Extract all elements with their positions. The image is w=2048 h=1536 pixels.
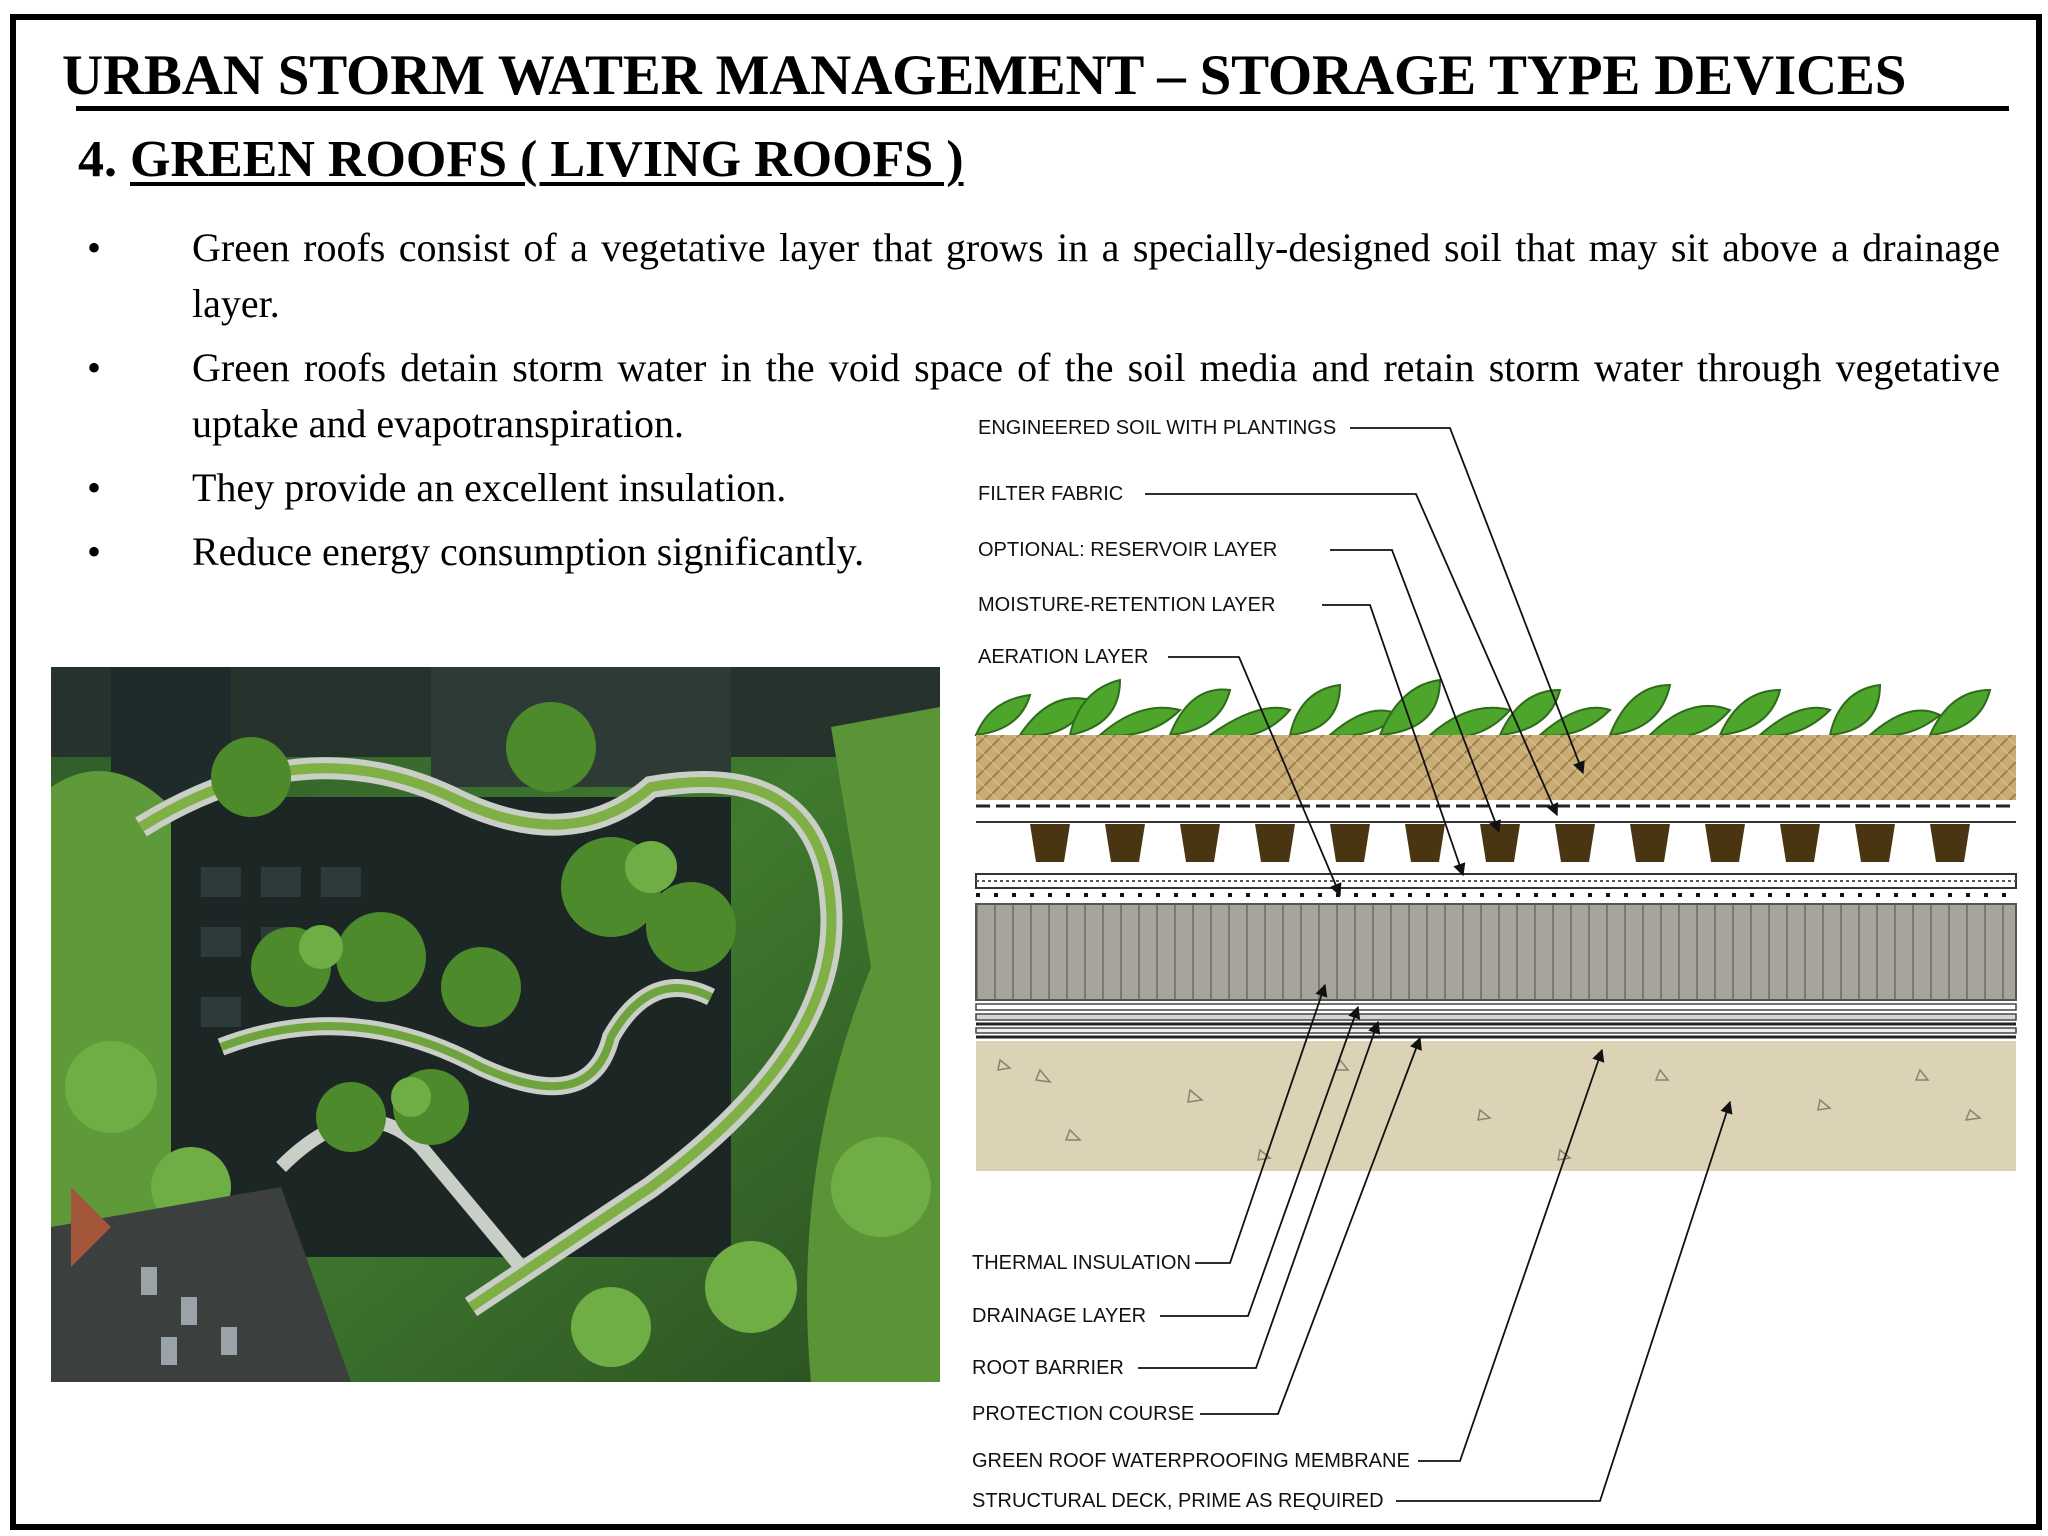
- bullet-item: • Green roofs detain storm water in the v…: [80, 340, 2000, 452]
- label-waterproofing-membrane: GREEN ROOF WATERPROOFING MEMBRANE: [972, 1450, 1410, 1472]
- section-heading-text: GREEN ROOFS ( LIVING ROOFS ): [130, 131, 964, 188]
- bullet-text: Green roofs detain storm water in the vo…: [192, 345, 2000, 446]
- bullet-item: • Reduce energy consumption significantly…: [80, 524, 1052, 580]
- label-aeration: AERATION LAYER: [978, 646, 1148, 668]
- plant-layer: [974, 678, 1992, 739]
- label-filter-fabric: FILTER FABRIC: [978, 483, 1123, 505]
- slide-title-text: URBAN STORM WATER MANAGEMENT – STORAGE T…: [62, 44, 1907, 107]
- bullet-list: • Green roofs consist of a vegetative lay…: [80, 220, 2000, 588]
- reservoir-layer: [976, 812, 2016, 872]
- bullet-text: Green roofs consist of a vegetative laye…: [192, 225, 2000, 326]
- bullet-glyph: •: [87, 345, 102, 390]
- bullet-text: They provide an excellent insulation.: [192, 465, 787, 510]
- label-thermal-insulation: THERMAL INSULATION: [972, 1252, 1191, 1274]
- engineered-soil-layer: [976, 735, 2016, 800]
- section-number: 4.: [78, 131, 117, 188]
- label-reservoir-layer: OPTIONAL: RESERVOIR LAYER: [978, 539, 1277, 561]
- slide-title: URBAN STORM WATER MANAGEMENT – STORAGE T…: [62, 38, 2012, 114]
- label-moisture-retention: MOISTURE-RETENTION LAYER: [978, 594, 1275, 616]
- label-root-barrier: ROOT BARRIER: [972, 1357, 1124, 1379]
- bullet-item: • They provide an excellent insulation.: [80, 460, 1052, 516]
- section-heading: 4. GREEN ROOFS ( LIVING ROOFS ): [78, 128, 964, 192]
- label-structural-deck: STRUCTURAL DECK, PRIME AS REQUIRED: [972, 1490, 1384, 1510]
- label-drainage-layer: DRAINAGE LAYER: [972, 1305, 1146, 1327]
- membrane-layers: [975, 1003, 2017, 1039]
- green-roof-section-diagram: ENGINEERED SOIL WITH PLANTINGS FILTER FA…: [972, 417, 2017, 1510]
- thermal-insulation-layer: [975, 903, 2017, 1001]
- bullet-text: Reduce energy consumption significantly.: [192, 529, 865, 574]
- bullet-glyph: •: [87, 225, 102, 270]
- bullet-glyph: •: [87, 529, 102, 574]
- label-engineered-soil: ENGINEERED SOIL WITH PLANTINGS: [978, 417, 1336, 439]
- green-roof-building-photo: [51, 667, 940, 1382]
- bullet-item: • Green roofs consist of a vegetative lay…: [80, 220, 2000, 332]
- title-underline: [76, 106, 2009, 111]
- structural-deck-layer: [976, 1041, 2016, 1171]
- label-protection-course: PROTECTION COURSE: [972, 1403, 1194, 1425]
- bullet-glyph: •: [87, 465, 102, 510]
